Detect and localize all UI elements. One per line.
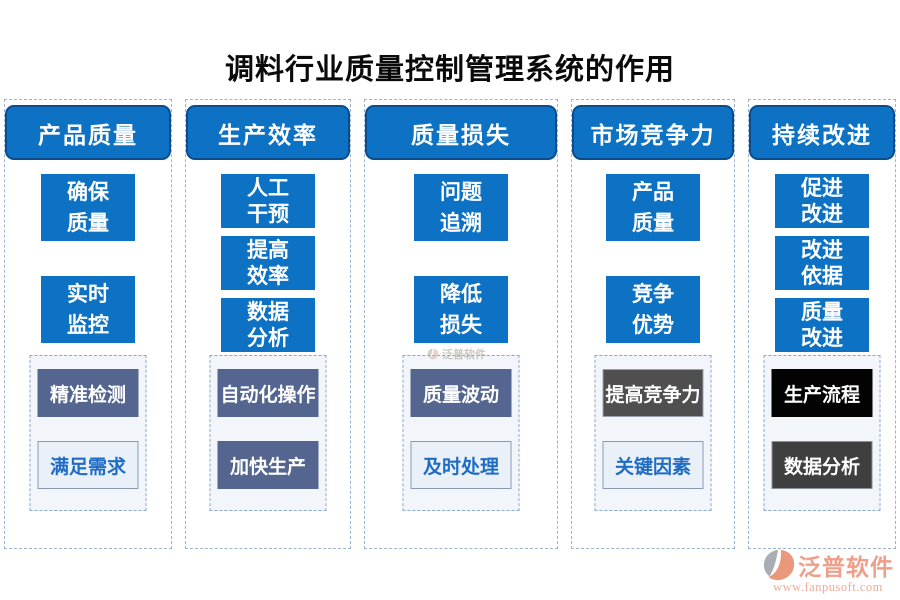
item-box: 促进 改进 bbox=[775, 174, 869, 228]
column-items: 确保 质量 实时 监控 bbox=[5, 100, 171, 378]
item-line: 分析 bbox=[247, 326, 289, 350]
columns-board: 产品质量 确保 质量 实时 监控 精准检测 满足需求 生产效率 bbox=[4, 99, 896, 549]
column-header: 生产效率 bbox=[186, 105, 350, 160]
item-line: 降低 bbox=[440, 281, 482, 306]
item-line: 效率 bbox=[247, 264, 289, 288]
page-title: 调料行业质量控制管理系统的作用 bbox=[224, 54, 675, 86]
bottom-panel: 提高竞争力 关键因素 bbox=[594, 355, 712, 511]
item-line: 竞争 bbox=[632, 281, 674, 306]
item-line: 产品 bbox=[632, 179, 674, 204]
item-line: 改进 bbox=[801, 202, 843, 226]
column-items: 人工 干预 提高 效率 数据 分析 bbox=[186, 100, 350, 360]
item-line: 改进 bbox=[801, 238, 843, 262]
bottom-box: 生产流程 bbox=[771, 369, 873, 417]
item-line: 优势 bbox=[632, 312, 674, 337]
item-line: 促进 bbox=[801, 176, 843, 200]
item-line: 损失 bbox=[440, 312, 482, 337]
inline-watermark-label: 泛普软件 bbox=[442, 349, 486, 361]
column-items: 产品 质量 竞争 优势 bbox=[572, 100, 734, 378]
brand-row: 泛普软件 bbox=[762, 548, 894, 582]
item-line: 质量 bbox=[67, 210, 109, 235]
item-box: 质量 改进 bbox=[775, 298, 869, 352]
item-line: 质量 bbox=[801, 300, 843, 324]
brand-name: 泛普软件 bbox=[798, 555, 894, 580]
item-line: 提高 bbox=[247, 238, 289, 262]
item-line: 改进 bbox=[801, 326, 843, 350]
item-box: 实时 监控 bbox=[41, 276, 135, 343]
inline-watermark: 泛普软件 bbox=[427, 346, 486, 362]
bottom-box: 精准检测 bbox=[37, 369, 139, 417]
item-line: 干预 bbox=[247, 202, 289, 226]
fanpu-watermark-icon bbox=[427, 348, 439, 360]
item-line: 依据 bbox=[801, 264, 843, 288]
bottom-panel: 自动化操作 加快生产 bbox=[209, 355, 327, 511]
item-line: 问题 bbox=[440, 179, 482, 204]
item-box: 改进 依据 bbox=[775, 236, 869, 290]
bottom-box: 提高竞争力 bbox=[602, 369, 704, 417]
item-box: 竞争 优势 bbox=[606, 276, 700, 343]
item-line: 实时 bbox=[67, 281, 109, 306]
fanpu-logo-icon bbox=[763, 549, 795, 581]
item-line: 监控 bbox=[67, 312, 109, 337]
bottom-panel: 生产流程 数据分析 bbox=[763, 355, 881, 511]
column-header: 产品质量 bbox=[5, 105, 171, 160]
bottom-panel: 质量波动 及时处理 bbox=[402, 355, 520, 511]
column-items: 问题 追溯 降低 损失 bbox=[365, 100, 557, 378]
column-items: 促进 改进 改进 依据 质量 改进 bbox=[749, 100, 895, 360]
column-product-quality: 产品质量 确保 质量 实时 监控 精准检测 满足需求 bbox=[4, 99, 172, 549]
bottom-box: 满足需求 bbox=[37, 441, 139, 489]
item-line: 人工 bbox=[247, 176, 289, 200]
brand-url: www.fanpusoft.com bbox=[773, 580, 883, 594]
bottom-panel: 精准检测 满足需求 bbox=[29, 355, 147, 511]
item-box: 数据 分析 bbox=[221, 298, 315, 352]
column-market-competitiveness: 市场竞争力 产品 质量 竞争 优势 提高竞争力 关键因素 bbox=[571, 99, 735, 549]
bottom-box: 自动化操作 bbox=[217, 369, 319, 417]
item-box: 确保 质量 bbox=[41, 174, 135, 241]
item-box: 提高 效率 bbox=[221, 236, 315, 290]
item-box: 人工 干预 bbox=[221, 174, 315, 228]
column-header: 质量损失 bbox=[365, 105, 557, 160]
column-quality-loss: 质量损失 问题 追溯 降低 损失 质量波动 及时处理 bbox=[364, 99, 558, 549]
bottom-box: 及时处理 bbox=[410, 441, 512, 489]
item-box: 问题 追溯 bbox=[414, 174, 508, 241]
column-header: 市场竞争力 bbox=[572, 105, 734, 160]
bottom-box: 关键因素 bbox=[602, 441, 704, 489]
item-line: 确保 bbox=[67, 179, 109, 204]
item-line: 追溯 bbox=[440, 210, 482, 235]
item-box: 降低 损失 bbox=[414, 276, 508, 343]
bottom-box: 数据分析 bbox=[771, 441, 873, 489]
item-line: 数据 bbox=[247, 300, 289, 324]
column-continuous-improvement: 持续改进 促进 改进 改进 依据 质量 改进 生产流程 数据分析 bbox=[748, 99, 896, 549]
item-line: 质量 bbox=[632, 210, 674, 235]
item-box: 产品 质量 bbox=[606, 174, 700, 241]
column-header: 持续改进 bbox=[749, 105, 895, 160]
bottom-box: 质量波动 bbox=[410, 369, 512, 417]
column-production-efficiency: 生产效率 人工 干预 提高 效率 数据 分析 自动化操作 加快生产 bbox=[185, 99, 351, 549]
brand-watermark: 泛普软件 www.fanpusoft.com bbox=[762, 548, 894, 595]
bottom-box: 加快生产 bbox=[217, 441, 319, 489]
